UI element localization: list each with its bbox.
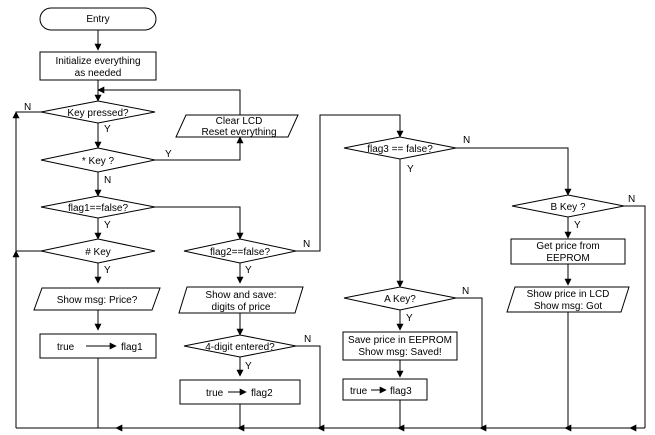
four-digit-label: 4-digit entered? xyxy=(205,342,275,353)
star-key-label: * Key ? xyxy=(82,156,115,167)
init-label-line-2: as needed xyxy=(75,68,122,79)
hash-key-decision: # Key xyxy=(40,238,156,264)
set-flag1-true-label: true xyxy=(57,342,75,353)
star-key-decision: * Key ? xyxy=(40,147,156,173)
show-lcd-got-io: Show price in LCD Show msg: Got xyxy=(506,286,630,313)
arrow-flag1-no xyxy=(155,206,244,240)
show-save-digits-io: Show and save: digits of price xyxy=(178,286,304,314)
connectors xyxy=(12,30,646,432)
edge-label-yes: Y xyxy=(165,149,172,160)
arrow-flag2-no xyxy=(296,114,404,252)
b-key-decision: B Key ? xyxy=(511,194,625,218)
edge-label-no: N xyxy=(303,239,310,250)
a-key-label: A Key? xyxy=(384,294,416,305)
show-lcd-label-line-2: Show msg: Got xyxy=(534,301,603,312)
show-price-msg-label: Show msg: Price? xyxy=(57,295,138,306)
edge-label-yes: Y xyxy=(407,164,414,175)
edge-label-no: N xyxy=(304,334,311,345)
set-flag3-var-label: flag3 xyxy=(390,386,412,397)
edge-label-yes: Y xyxy=(104,220,111,231)
flag3-decision: flag3 == false? xyxy=(343,136,457,160)
save-eeprom-process: Save price in EEPROM Show msg: Saved! xyxy=(342,331,458,361)
init-process: Initialize everything as needed xyxy=(39,51,157,81)
set-flag2-process: true flag2 xyxy=(179,379,301,405)
save-eeprom-label-line-1: Save price in EEPROM xyxy=(348,335,452,346)
show-lcd-label-line-1: Show price in LCD xyxy=(527,289,610,300)
set-flag1-var-label: flag1 xyxy=(121,342,143,353)
edge-label-yes: Y xyxy=(245,361,252,372)
clear-reset-label-line-2: Reset everything xyxy=(201,127,276,138)
set-flag1-process: true flag1 xyxy=(39,333,157,359)
flag3-label: flag3 == false? xyxy=(367,144,433,155)
entry-terminator: Entry xyxy=(39,7,157,31)
set-flag2-var-label: flag2 xyxy=(251,388,273,399)
edge-label-yes: Y xyxy=(104,124,111,135)
line-4digit-no xyxy=(296,345,321,428)
entry-label: Entry xyxy=(86,14,109,25)
edge-labels: N Y Y N Y Y Y N Y N Y N Y N Y N xyxy=(24,102,635,372)
show-save-label-line-1: Show and save: xyxy=(205,290,276,301)
edge-label-no: N xyxy=(628,194,635,205)
a-key-decision: A Key? xyxy=(343,286,457,311)
save-eeprom-label-line-2: Show msg: Saved! xyxy=(358,347,441,358)
set-flag3-process: true flag3 xyxy=(342,378,428,401)
edge-label-no: N xyxy=(104,175,111,186)
line-b-key-no xyxy=(624,205,646,428)
line-key-pressed-no xyxy=(15,111,42,428)
flag2-label: flag2==false? xyxy=(210,247,270,258)
get-price-process: Get price from EEPROM xyxy=(510,238,626,265)
four-digit-decision: 4-digit entered? xyxy=(183,334,297,358)
set-flag2-true-label: true xyxy=(206,388,224,399)
show-price-msg-io: Show msg: Price? xyxy=(33,287,161,311)
flag1-label: flag1==false? xyxy=(68,203,128,214)
get-price-label-line-1: Get price from xyxy=(536,241,599,252)
arrow-star-key-yes xyxy=(155,136,244,161)
key-pressed-decision: Key pressed? xyxy=(40,100,156,124)
edge-label-yes: Y xyxy=(104,265,111,276)
edge-label-yes: Y xyxy=(245,265,252,276)
flag2-decision: flag2==false? xyxy=(183,238,297,264)
b-key-label: B Key ? xyxy=(550,202,585,213)
set-flag3-true-label: true xyxy=(350,386,368,397)
edge-label-yes: Y xyxy=(574,220,581,231)
hash-key-label: # Key xyxy=(85,247,111,258)
edge-label-yes: Y xyxy=(406,313,413,324)
edge-label-no: N xyxy=(463,135,470,146)
show-save-label-line-2: digits of price xyxy=(212,302,271,313)
clear-reset-label-line-1: Clear LCD xyxy=(216,116,263,127)
line-a-key-no xyxy=(456,297,483,428)
key-pressed-label: Key pressed? xyxy=(67,108,129,119)
arrow-clear-to-key-pressed xyxy=(97,86,241,115)
flag1-decision: flag1==false? xyxy=(40,195,156,219)
init-label-line-1: Initialize everything xyxy=(55,56,140,67)
edge-label-no: N xyxy=(24,102,31,113)
get-price-label-line-2: EEPROM xyxy=(546,253,589,264)
edge-label-no: N xyxy=(462,286,469,297)
arrow-flag3-no xyxy=(456,147,572,196)
clear-reset-io: Clear LCD Reset everything xyxy=(175,114,299,138)
